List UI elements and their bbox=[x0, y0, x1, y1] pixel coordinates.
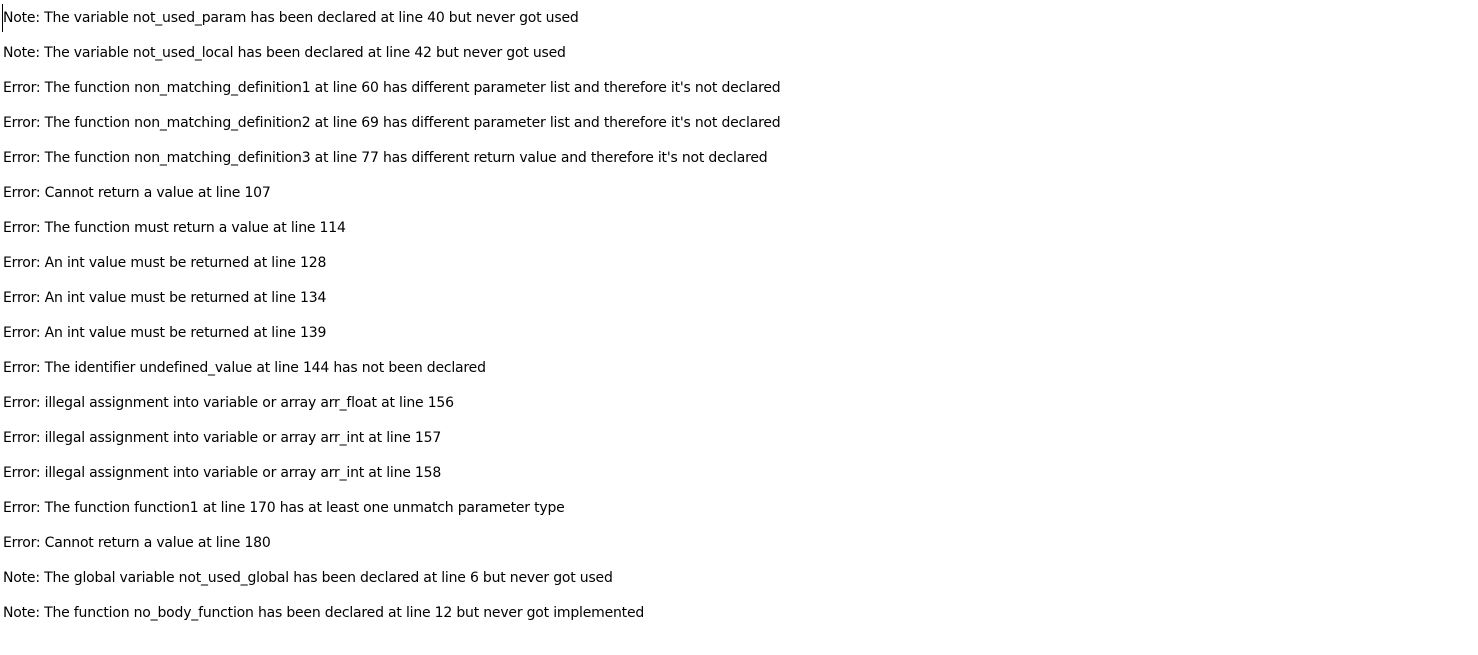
log-line: Error: Cannot return a value at line 180 bbox=[3, 535, 271, 551]
log-line: Error: An int value must be returned at … bbox=[3, 325, 327, 341]
log-line: Error: illegal assignment into variable … bbox=[3, 395, 454, 411]
log-line: Error: illegal assignment into variable … bbox=[3, 430, 442, 446]
log-line: Error: The function non_matching_definit… bbox=[3, 115, 781, 131]
log-line: Error: illegal assignment into variable … bbox=[3, 465, 442, 481]
log-line: Error: The function non_matching_definit… bbox=[3, 150, 768, 166]
log-line: Note: The global variable not_used_globa… bbox=[3, 570, 613, 586]
log-line: Error: The function non_matching_definit… bbox=[3, 80, 781, 96]
log-line: Error: An int value must be returned at … bbox=[3, 290, 327, 306]
log-line: Note: The function no_body_function has … bbox=[3, 605, 645, 621]
text-caret bbox=[2, 4, 3, 32]
log-line: Error: The function must return a value … bbox=[3, 220, 346, 236]
log-line: Error: Cannot return a value at line 107 bbox=[3, 185, 271, 201]
log-line: Error: The function function1 at line 17… bbox=[3, 500, 565, 516]
log-line: Error: An int value must be returned at … bbox=[3, 255, 327, 271]
log-line: Note: The variable not_used_param has be… bbox=[3, 10, 579, 26]
log-line: Note: The variable not_used_local has be… bbox=[3, 45, 566, 61]
log-text-area[interactable]: Note: The variable not_used_param has be… bbox=[3, 1, 1478, 631]
log-line: Error: The identifier undefined_value at… bbox=[3, 360, 486, 376]
